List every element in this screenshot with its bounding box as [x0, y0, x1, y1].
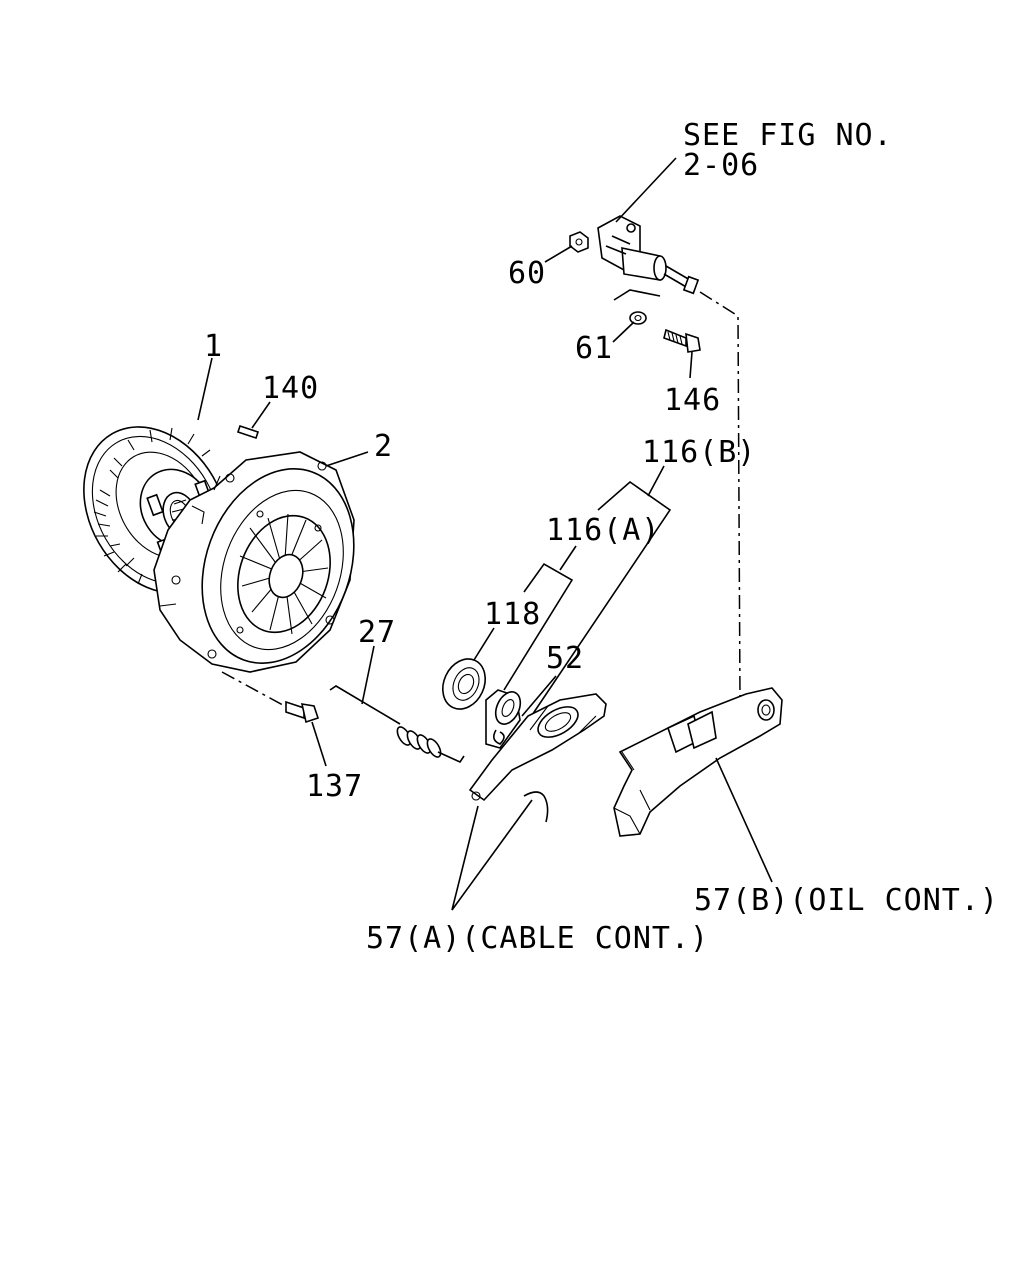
bracket-116b	[521, 480, 672, 731]
reference-note-line2: 2-06	[683, 148, 759, 183]
callout-118: 118	[484, 597, 541, 632]
leader-116b	[647, 465, 665, 497]
leader-57a	[451, 799, 533, 911]
leader-118	[473, 627, 495, 661]
release-fork-57a	[468, 693, 607, 802]
washer-61	[629, 311, 647, 325]
callout-27: 27	[358, 615, 396, 650]
callout-61: 61	[575, 331, 613, 366]
clip-52	[492, 729, 505, 745]
boot-57a	[523, 791, 549, 823]
leader-1	[197, 357, 213, 421]
leader-52	[521, 675, 557, 717]
leader-27	[361, 645, 375, 705]
release-fork-57b	[613, 687, 783, 837]
leader-137	[311, 721, 327, 767]
callout-137: 137	[306, 769, 363, 804]
callout-146: 146	[664, 383, 721, 418]
callout-2: 2	[374, 429, 393, 464]
leader-2	[325, 451, 369, 467]
bolt-137	[285, 700, 320, 724]
pin-140	[236, 424, 260, 440]
callout-57b: 57(B)(OIL CONT.)	[694, 883, 999, 918]
bolt-146	[663, 328, 701, 353]
release-bearing-118	[442, 658, 486, 710]
slave-cylinder	[597, 215, 700, 295]
callout-60: 60	[508, 256, 546, 291]
leader-61	[612, 289, 661, 343]
leader-116a	[559, 545, 577, 571]
assembly-line-slave-to-fork	[699, 291, 741, 701]
bracket-116a	[503, 562, 574, 691]
pressure-plate-2	[153, 451, 355, 673]
leader-140	[251, 401, 271, 429]
callout-57a: 57(A)(CABLE CONT.)	[366, 921, 709, 956]
callout-52: 52	[546, 641, 584, 676]
leader-146	[689, 351, 693, 379]
assembly-line-137	[221, 671, 293, 711]
callout-116b: 116(B)	[642, 435, 756, 470]
return-spring-27	[329, 685, 465, 764]
callout-1: 1	[204, 329, 223, 364]
leader-reference-note	[615, 157, 677, 223]
leader-60	[544, 245, 573, 263]
leader-57b	[715, 757, 773, 883]
nut-60	[569, 231, 589, 253]
callout-140: 140	[262, 371, 319, 406]
callout-116a: 116(A)	[546, 513, 660, 548]
reference-note-line1: SEE FIG NO.	[683, 118, 893, 153]
